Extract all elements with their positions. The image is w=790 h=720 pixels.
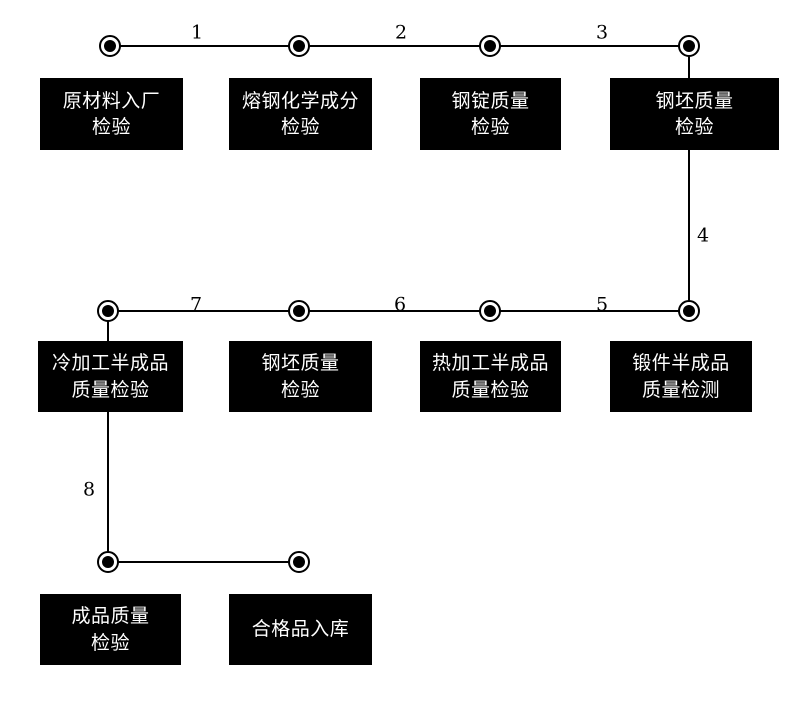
node-marker-5[interactable] xyxy=(678,300,700,322)
process-box-qualified-product-storage[interactable]: 合格品入库 xyxy=(229,594,372,665)
process-box-billet-quality-inspection[interactable]: 钢坯质量 检验 xyxy=(610,78,779,150)
node-marker-10[interactable] xyxy=(288,551,310,573)
node-marker-8[interactable] xyxy=(97,300,119,322)
edge-label-8: 8 xyxy=(82,478,96,501)
process-box-molten-steel-composition-inspection[interactable]: 熔钢化学成分 检验 xyxy=(229,78,372,150)
edge-label-4: 4 xyxy=(696,224,710,247)
node-marker-9[interactable] xyxy=(97,551,119,573)
edge-label-6: 6 xyxy=(393,293,407,316)
process-box-ingot-quality-inspection[interactable]: 钢锭质量 检验 xyxy=(420,78,561,150)
process-box-hot-worked-semifinished-inspection[interactable]: 热加工半成品 质量检验 xyxy=(420,341,561,412)
node-marker-1[interactable] xyxy=(99,35,121,57)
process-box-forging-semifinished-inspection[interactable]: 锻件半成品 质量检测 xyxy=(610,341,752,412)
node-marker-7[interactable] xyxy=(288,300,310,322)
node-marker-3[interactable] xyxy=(479,35,501,57)
process-box-finished-product-inspection[interactable]: 成品质量 检验 xyxy=(40,594,181,665)
edge-label-1: 1 xyxy=(190,21,204,44)
edge-label-2: 2 xyxy=(394,21,408,44)
process-box-cold-worked-semifinished-inspection[interactable]: 冷加工半成品 质量检验 xyxy=(38,341,183,412)
edge-label-3: 3 xyxy=(595,21,609,44)
process-box-raw-material-inspection[interactable]: 原材料入厂 检验 xyxy=(40,78,183,150)
process-box-billet-quality-inspection-2[interactable]: 钢坯质量 检验 xyxy=(229,341,372,412)
edge-label-7: 7 xyxy=(189,293,203,316)
node-marker-6[interactable] xyxy=(479,300,501,322)
node-marker-2[interactable] xyxy=(288,35,310,57)
edge-label-5: 5 xyxy=(595,293,609,316)
node-marker-4[interactable] xyxy=(678,35,700,57)
